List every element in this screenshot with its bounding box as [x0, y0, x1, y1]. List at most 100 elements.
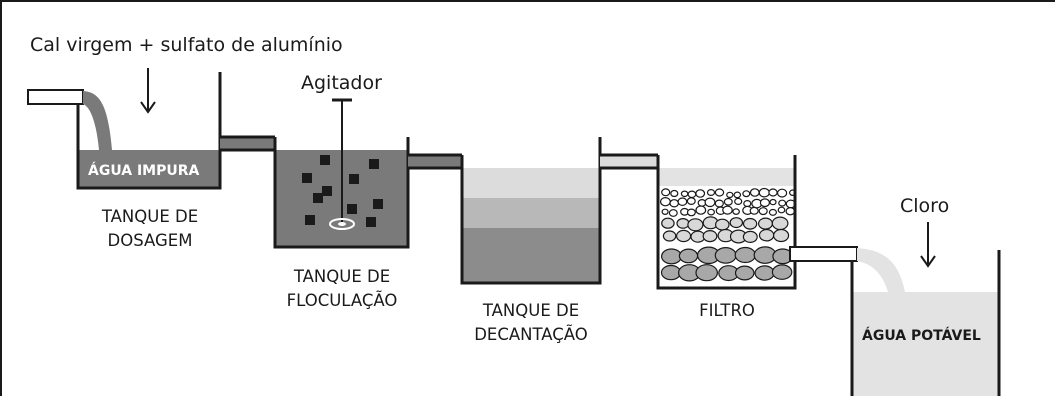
gravel-stone	[754, 265, 775, 281]
gravel-stone	[769, 198, 777, 206]
connector-settling-filter	[600, 153, 658, 170]
settling-tank-label-line1: TANQUE DE	[482, 301, 579, 320]
gravel-stone	[662, 230, 677, 242]
gravel-stone	[670, 189, 679, 198]
flocculation-tank-label-line1: TANQUE DE	[293, 267, 390, 286]
gravel-stone	[695, 189, 706, 198]
potable-water-label: ÁGUA POTÁVEL	[862, 327, 981, 344]
gravel-stone	[661, 208, 669, 215]
flocculation-tank: Agitador	[273, 72, 410, 249]
agitator	[329, 98, 355, 230]
gravel-stone	[768, 188, 778, 197]
gravel-stone	[714, 199, 724, 208]
floc-particles	[302, 155, 383, 227]
filter-tank	[656, 155, 858, 290]
dosing-tank-label-line1: TANQUE DE	[101, 207, 198, 226]
gravel-stone	[675, 229, 692, 243]
filter-water-fill	[658, 168, 795, 186]
gravel-stone	[687, 190, 697, 199]
gravel-stone	[668, 209, 678, 217]
gravel-stone	[733, 191, 742, 199]
potable-tank-walls	[850, 250, 1001, 396]
gravel-stone	[704, 197, 716, 208]
gravel-stone	[776, 188, 788, 198]
gravel-stone	[742, 230, 758, 243]
settling-tank-walls	[460, 137, 602, 285]
chlorine-arrow	[920, 222, 936, 268]
dosing-tank: ÁGUA IMPURA	[27, 68, 222, 190]
decant-layer-middle	[462, 198, 600, 228]
gravel-stone	[734, 197, 743, 205]
gravel-stone	[686, 197, 696, 206]
gravel-stone	[771, 216, 789, 231]
settling-tank-label-line2: DECANTAÇÃO	[474, 325, 588, 344]
connector-flocculation-settling	[408, 153, 462, 170]
gravel-stone	[723, 197, 733, 206]
gravel-stone	[772, 228, 790, 243]
dosing-tank-label-line2: DOSAGEM	[108, 231, 193, 250]
decant-layer-bottom	[462, 228, 600, 283]
gravel-stone	[778, 199, 787, 207]
gravel-stone	[680, 190, 689, 198]
gravel-stone	[749, 188, 760, 197]
chlorine-label: Cloro	[900, 195, 949, 217]
agitator-label: Agitador	[301, 72, 382, 94]
gravel-stone	[732, 208, 740, 215]
gravel-stone	[759, 198, 771, 208]
gravel-stone	[707, 208, 715, 216]
gravel-stone	[758, 207, 768, 216]
additives-label: Cal virgem + sulfato de alumínio	[30, 34, 343, 56]
inflow-pipe	[27, 89, 84, 105]
gravel-stone	[677, 197, 688, 207]
gravel-stone	[695, 264, 718, 282]
gravel-stone	[714, 246, 737, 264]
gravel-stone	[714, 188, 725, 197]
gravel-stone	[669, 199, 679, 208]
gravel-stone	[660, 248, 682, 265]
filter-label: FILTRO	[699, 301, 755, 320]
gravel-stone	[785, 206, 796, 216]
dosing-tank-walls	[76, 72, 222, 190]
flocculation-tank-label-line2: FLOCULAÇÃO	[287, 291, 398, 310]
gravel-stone	[706, 189, 716, 197]
gravel-stone	[771, 264, 793, 280]
filter-tank-walls	[656, 155, 797, 290]
gravel-stone	[758, 187, 770, 198]
gravel-stone	[695, 205, 707, 215]
gravel-stone	[749, 206, 759, 215]
gravel-stone	[661, 217, 675, 229]
gravel-stone	[661, 188, 671, 197]
gravel-stone	[743, 200, 752, 208]
filter-gravel	[660, 187, 797, 282]
potable-water-fill	[852, 292, 999, 396]
gravel-stone	[729, 217, 744, 229]
impure-water-fill	[78, 150, 220, 188]
gravel-stone	[678, 248, 699, 264]
gravel-stone	[702, 230, 718, 243]
decant-layer-top	[462, 168, 600, 198]
gravel-stone	[777, 206, 786, 214]
gravel-stone	[722, 205, 733, 215]
impure-water-label: ÁGUA IMPURA	[88, 162, 200, 179]
gravel-stone	[734, 246, 757, 264]
potable-water-tank: ÁGUA POTÁVEL	[850, 222, 1001, 396]
gravel-stone	[660, 196, 671, 207]
gravel-stone	[660, 264, 682, 281]
inflow-stream	[83, 91, 112, 150]
gravel-stone	[768, 208, 778, 216]
additives-arrow	[140, 68, 156, 114]
outflow-stream	[857, 248, 905, 292]
gravel-stone	[742, 190, 751, 198]
gravel-stone	[676, 217, 690, 229]
gravel-stone	[742, 217, 758, 230]
gravel-stone	[758, 228, 775, 242]
connector-dosing-flocculation	[220, 135, 275, 152]
gravel-stone	[687, 218, 704, 232]
outlet-pipe	[789, 246, 858, 262]
flocculation-tank-walls	[273, 137, 410, 249]
gravel-stone	[686, 208, 696, 217]
gravel-stone	[726, 191, 734, 199]
